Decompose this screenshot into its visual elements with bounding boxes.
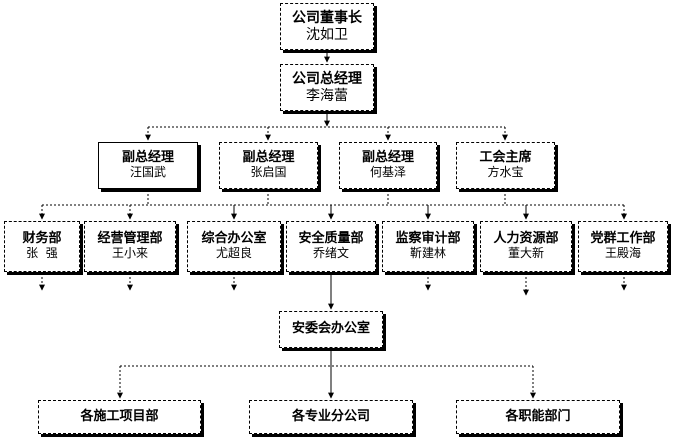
safety-office-box: 安委会办公室 [279, 311, 383, 348]
union-chair-title: 工会主席 [479, 150, 532, 166]
deputy-box-1: 副总经理 汪国武 [98, 142, 198, 189]
chairman-name: 沈如卫 [306, 26, 348, 43]
department-title: 人力资源部 [493, 231, 559, 247]
unit-title: 各施工项目部 [80, 408, 159, 424]
department-box-safety: 安全质量部 乔绪文 [286, 221, 376, 272]
safety-office-title: 安委会办公室 [291, 321, 370, 337]
gm-title: 公司总经理 [292, 71, 362, 88]
deputy-title: 副总经理 [361, 150, 414, 166]
unit-title: 各专业分公司 [291, 408, 370, 424]
department-box-finance: 财务部 张 强 [4, 221, 80, 272]
department-box-business: 经营管理部 王小来 [84, 221, 176, 272]
deputy-name: 汪国武 [129, 165, 166, 180]
unit-box-branches: 各专业分公司 [249, 400, 413, 434]
union-chair-box: 工会主席 方水宝 [456, 142, 555, 189]
gm-name: 李海蕾 [306, 87, 348, 104]
department-title: 安全质量部 [298, 231, 364, 247]
deputy-title: 副总经理 [121, 150, 174, 166]
gm-box: 公司总经理 李海蕾 [280, 64, 374, 111]
unit-box-functional: 各职能部门 [456, 400, 620, 434]
department-box-audit: 监察审计部 靳建林 [382, 221, 474, 272]
department-title: 财务部 [22, 231, 62, 247]
department-box-hr: 人力资源部 董大新 [480, 221, 572, 272]
department-head: 王小来 [111, 246, 148, 261]
department-head: 乔绪文 [312, 246, 349, 261]
chairman-box: 公司董事长 沈如卫 [280, 3, 374, 50]
department-head: 董大新 [507, 246, 544, 261]
deputy-name: 张启国 [250, 165, 287, 180]
deputy-title: 副总经理 [242, 150, 295, 166]
deputy-box-2: 副总经理 张启国 [219, 142, 318, 189]
department-title: 综合办公室 [201, 231, 267, 247]
unit-box-projects: 各施工项目部 [38, 400, 201, 434]
department-title: 监察审计部 [395, 231, 461, 247]
unit-title: 各职能部门 [505, 408, 571, 424]
union-chair-name: 方水宝 [487, 165, 524, 180]
deputy-box-3: 副总经理 何基泽 [339, 142, 437, 189]
department-box-party: 党群工作部 王殿海 [578, 221, 668, 272]
department-head: 王殿海 [604, 246, 641, 261]
department-head: 张 强 [26, 246, 58, 261]
department-box-office: 综合办公室 尤超良 [187, 221, 281, 272]
deputy-name: 何基泽 [369, 165, 406, 180]
department-head: 尤超良 [215, 246, 252, 261]
department-title: 经营管理部 [97, 231, 163, 247]
department-head: 靳建林 [409, 246, 446, 261]
chairman-title: 公司董事长 [292, 10, 362, 27]
department-title: 党群工作部 [590, 231, 656, 247]
